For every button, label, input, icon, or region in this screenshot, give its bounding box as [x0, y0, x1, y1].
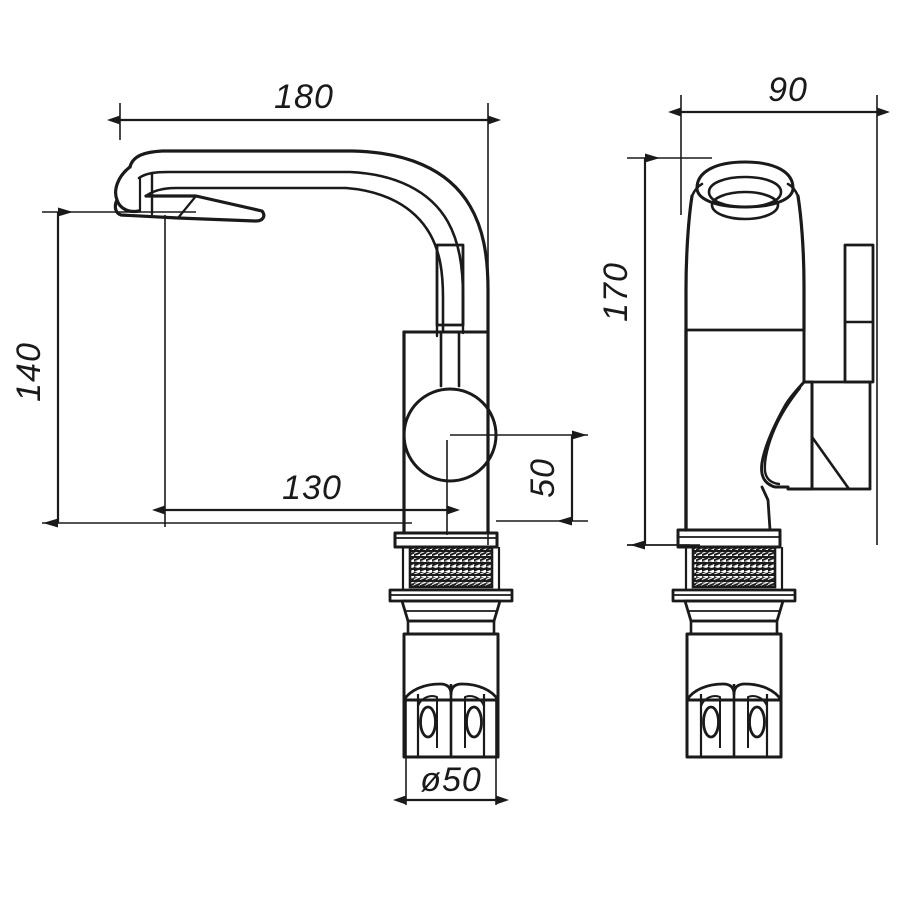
front-view-fixing-assembly — [388, 588, 514, 759]
dimension-140: 140 — [10, 207, 73, 528]
dimension-170: 170 — [597, 153, 660, 550]
dimension-50: 50 — [524, 430, 587, 526]
dimension-140-label: 140 — [10, 342, 48, 402]
front-view-group: 180 140 130 50 ø50 — [10, 78, 588, 805]
dimension-50-label: 50 — [524, 458, 562, 498]
dimension-170-label: 170 — [597, 262, 635, 322]
side-view-faucet-body — [676, 160, 875, 549]
dimension-90: 90 — [668, 71, 890, 117]
side-view-threaded-shank — [684, 545, 784, 590]
dimension-130: 130 — [152, 469, 460, 515]
front-view-faucet-body — [113, 149, 499, 549]
side-view-group: 90 170 — [597, 71, 890, 759]
side-view-fixing-assembly — [671, 588, 797, 759]
dimension-180-label: 180 — [274, 78, 334, 116]
dimension-90-label: 90 — [768, 71, 808, 109]
front-view-threaded-shank — [401, 545, 501, 590]
dimension-diameter-50: ø50 — [393, 761, 509, 805]
dimension-180: 180 — [107, 78, 501, 125]
dimension-130-label: 130 — [282, 469, 342, 507]
dimension-diameter-50-label: ø50 — [420, 761, 482, 799]
